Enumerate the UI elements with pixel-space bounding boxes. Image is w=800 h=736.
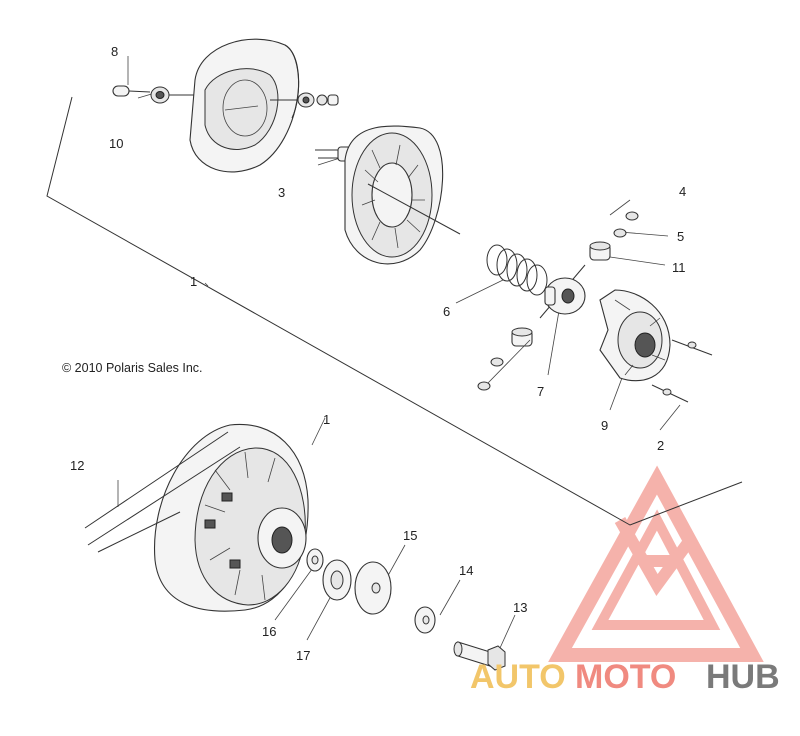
part-10-bushing-icon — [150, 86, 205, 104]
callout-4: 4 — [679, 184, 686, 199]
callout-10: 10 — [109, 136, 123, 151]
callout-6: 6 — [443, 304, 450, 319]
part-16-washer-icon — [306, 548, 324, 572]
callout-7: 7 — [537, 384, 544, 399]
callout-8: 8 — [111, 44, 118, 59]
part-lower-washer-icon — [477, 339, 531, 391]
part-11-roller-icon — [589, 241, 611, 261]
part-4-clip-icon — [625, 211, 639, 221]
part-14-washer-icon — [414, 606, 436, 634]
watermark-auto: AUTO — [470, 658, 566, 696]
callout-9: 9 — [601, 418, 608, 433]
callout-1-lower: 1 — [323, 412, 330, 427]
part-8-pin-icon — [112, 85, 151, 97]
part-9-cover-icon — [599, 289, 671, 382]
callout-17: 17 — [296, 648, 310, 663]
part-12-belt-icon — [84, 431, 241, 553]
part-7-spider-icon — [539, 264, 586, 319]
callout-11: 11 — [672, 260, 686, 275]
watermark-hub: HUB — [706, 658, 780, 696]
callout-5: 5 — [677, 229, 684, 244]
callout-16: 16 — [262, 624, 276, 639]
callout-14: 14 — [459, 563, 473, 578]
callout-12: 12 — [70, 458, 84, 473]
part-nuts-icon — [297, 92, 339, 108]
watermark-moto: MOTO — [575, 658, 676, 696]
callout-15: 15 — [403, 528, 417, 543]
part-15-washer-icon — [354, 561, 392, 615]
callout-1: 1 — [190, 274, 197, 289]
copyright-notice: © 2010 Polaris Sales Inc. — [62, 361, 203, 375]
callout-3: 3 — [278, 185, 285, 200]
callout-2: 2 — [657, 438, 664, 453]
watermark-text: AUTO MOTO HUB — [470, 658, 780, 696]
watermark-logo-icon — [548, 465, 764, 662]
part-2-screws-icon — [651, 339, 713, 403]
part-13-bolt-icon — [453, 641, 506, 671]
callout-labels: 8 10 3 1 6 4 5 11 7 9 2 12 1 15 14 13 16… — [70, 44, 686, 663]
part-lower-roller-icon — [511, 327, 533, 347]
callout-13: 13 — [513, 600, 527, 615]
leader-lines — [46, 56, 743, 649]
part-fixed-sheave-icon — [344, 125, 461, 265]
part-5-washer-icon — [613, 228, 627, 238]
part-6-spring-icon — [486, 244, 548, 296]
part-17-washer-icon — [322, 559, 352, 601]
part-moveable-sheave-icon — [189, 38, 300, 173]
part-1-clutch-assembly-icon — [153, 423, 309, 612]
